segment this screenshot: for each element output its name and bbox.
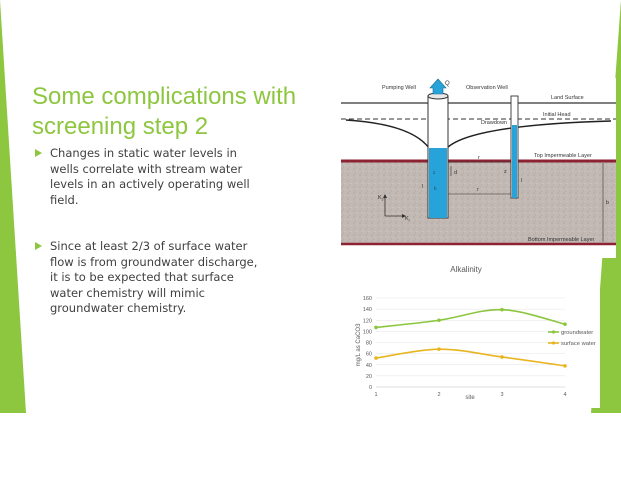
radius-label-upper: r	[478, 155, 480, 161]
data-point-surface-water	[374, 356, 378, 360]
chart-y-tick-label: 120	[363, 318, 372, 324]
drawdown-curve-left	[345, 119, 430, 149]
radius-label-lower: r	[477, 187, 479, 193]
chart-x-tick-label: 1	[374, 392, 377, 398]
chart-y-tick-label: 140	[363, 307, 372, 313]
bullet-list: Changes in static water levels in wells …	[34, 146, 264, 317]
data-point-groundwater	[437, 318, 441, 323]
legend-marker-groundwater	[551, 330, 556, 334]
chart-y-tick-label: 160	[363, 296, 372, 302]
chart-legend: groundwater surface water	[548, 330, 596, 347]
series-line-groundwater	[375, 308, 566, 329]
chart-y-axis-label: mg/L as CaCO3	[356, 323, 362, 366]
series-line-surface-water	[375, 348, 566, 367]
legend-marker-surface-water	[551, 341, 556, 345]
alkalinity-chart-svg: Alkalinity 0 20 40 60 80 100 120 140 160 1 2 3 4 gr…	[356, 265, 596, 401]
well-h-label: h	[434, 186, 437, 191]
well-z-label: z	[433, 170, 436, 175]
chart-y-tick-label: 100	[363, 329, 372, 335]
triangle-bullet-icon	[35, 242, 42, 250]
data-point-surface-water	[437, 347, 441, 351]
well-drawdown-diagram: Q Pumping Well Observation Well Land Sur…	[341, 78, 616, 258]
bullet-text: Since at least 2/3 of surface water flow…	[50, 239, 258, 315]
bullet-item: Since at least 2/3 of surface water flow…	[34, 239, 264, 317]
well-diagram-svg: Q Pumping Well Observation Well Land Sur…	[341, 78, 616, 246]
triangle-bullet-icon	[35, 149, 42, 157]
chart-x-tick-label: 2	[437, 392, 440, 398]
left-accent-shape	[0, 0, 26, 413]
discharge-arrow-icon	[429, 78, 447, 95]
bottom-layer-label: Bottom Impermeable Layer	[528, 237, 595, 243]
pumping-well-water	[429, 148, 447, 218]
screen-depth-d-label: d	[454, 170, 457, 176]
chart-title: Alkalinity	[450, 265, 482, 274]
alkalinity-chart: Alkalinity 0 20 40 60 80 100 120 140 160 1 2 3 4 gr…	[341, 257, 600, 408]
chart-y-ticks: 0 20 40 60 80 100 120 140 160	[363, 296, 372, 391]
pumping-well-label: Pumping Well	[382, 85, 416, 91]
chart-x-ticks: 1 2 3 4	[374, 392, 566, 398]
aquifer-thickness-b-label: b	[606, 200, 609, 206]
drawdown-label: Drawdown	[481, 120, 507, 126]
data-point-groundwater	[500, 307, 504, 312]
chart-y-tick-label: 80	[366, 341, 372, 347]
top-layer-label: Top Impermeable Layer	[534, 153, 592, 159]
chart-y-tick-label: 60	[366, 352, 372, 358]
observation-well-label: Observation Well	[466, 85, 508, 91]
chart-x-tick-label: 3	[500, 392, 503, 398]
data-point-groundwater	[374, 325, 378, 330]
land-surface-label: Land Surface	[551, 95, 584, 101]
data-point-groundwater	[563, 322, 567, 326]
chart-series	[374, 307, 567, 368]
chart-y-tick-label: 0	[369, 385, 372, 391]
drawdown-curve-right	[446, 120, 612, 149]
chart-x-axis-label: site	[465, 395, 475, 401]
kz-label: Kz	[378, 195, 384, 202]
chart-x-tick-label: 4	[563, 392, 566, 398]
chart-y-tick-label: 20	[366, 374, 372, 380]
kr-label: Kr	[405, 216, 411, 223]
bullet-item: Changes in static water levels in wells …	[34, 146, 264, 208]
discharge-q-label: Q	[445, 81, 450, 87]
chart-y-tick-label: 40	[366, 363, 372, 369]
bullet-text: Changes in static water levels in wells …	[50, 146, 250, 207]
observation-z-label: z	[504, 169, 507, 175]
screen-length-l-label: l	[422, 184, 423, 190]
initial-head-label: Initial Head	[543, 112, 571, 118]
data-point-surface-water	[563, 364, 567, 368]
legend-label-surface-water: surface water	[561, 341, 596, 347]
chart-gridlines	[376, 297, 565, 388]
aquifer-layer	[341, 161, 616, 244]
observation-well-water	[512, 125, 517, 198]
data-point-surface-water	[500, 355, 504, 359]
legend-label-groundwater: groundwater	[561, 330, 593, 336]
slide-title: Some complications with screening step 2	[32, 83, 297, 140]
observation-l-label: l	[521, 178, 522, 184]
